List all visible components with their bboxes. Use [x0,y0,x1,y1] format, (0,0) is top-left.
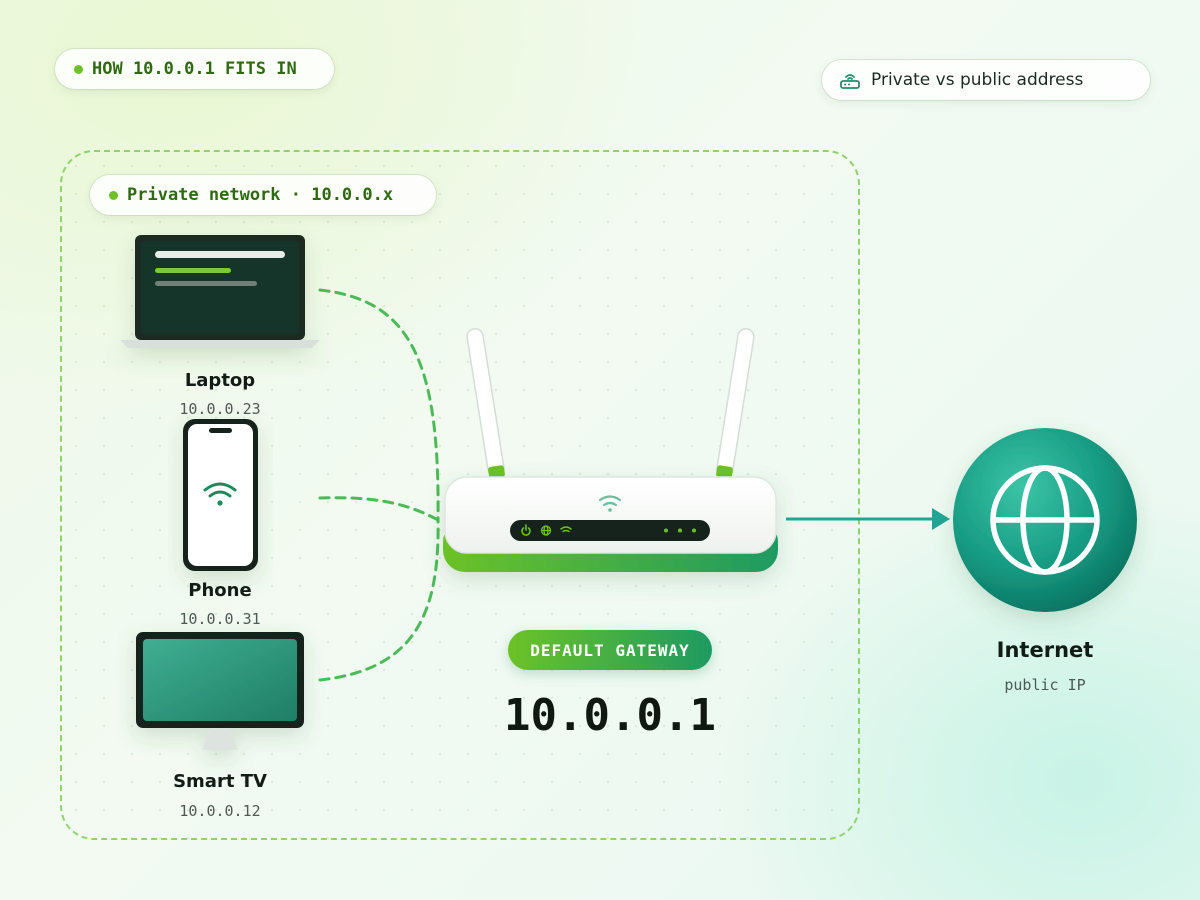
phone-label: Phone [188,580,252,601]
status-dot-icon [74,64,83,74]
network-label-pill: Private network · 10.0.0.x [90,175,436,215]
laptop-icon [120,235,320,348]
globe-led-icon [540,525,552,536]
internet-label: Internet [996,638,1094,662]
topic-chip-label: Private vs public address [871,70,1084,90]
phone-link [318,496,440,522]
internet-link-arrow [786,508,950,530]
smart-tv-label: Smart TV [173,771,267,792]
section-tag-label: HOW 10.0.0.1 FITS IN [92,59,297,79]
globe-icon [953,428,1137,612]
wifi-led-icon [560,526,572,533]
router-icon [443,476,778,572]
laptop-link [318,288,440,522]
section-tag: HOW 10.0.0.1 FITS IN [55,49,334,89]
smart-tv-ip: 10.0.0.12 [179,802,261,820]
gateway-ip: 10.0.0.1 [504,690,716,741]
power-led-icon [521,524,531,536]
phone-icon [183,419,258,571]
internet-sublabel: public IP [1004,676,1086,694]
router-icon [840,74,860,89]
phone-ip: 10.0.0.31 [179,610,261,628]
smart-tv-icon [136,632,304,750]
topic-chip: Private vs public address [822,60,1150,100]
device-links [318,288,440,682]
network-dot-icon [109,190,118,200]
tv-link [318,518,440,682]
laptop-ip: 10.0.0.23 [179,400,261,418]
default-gateway-badge: DEFAULT GATEWAY [508,630,712,670]
laptop-label: Laptop [184,370,256,391]
network-label: Private network · 10.0.0.x [127,185,394,205]
router-antennas-icon [466,327,755,479]
